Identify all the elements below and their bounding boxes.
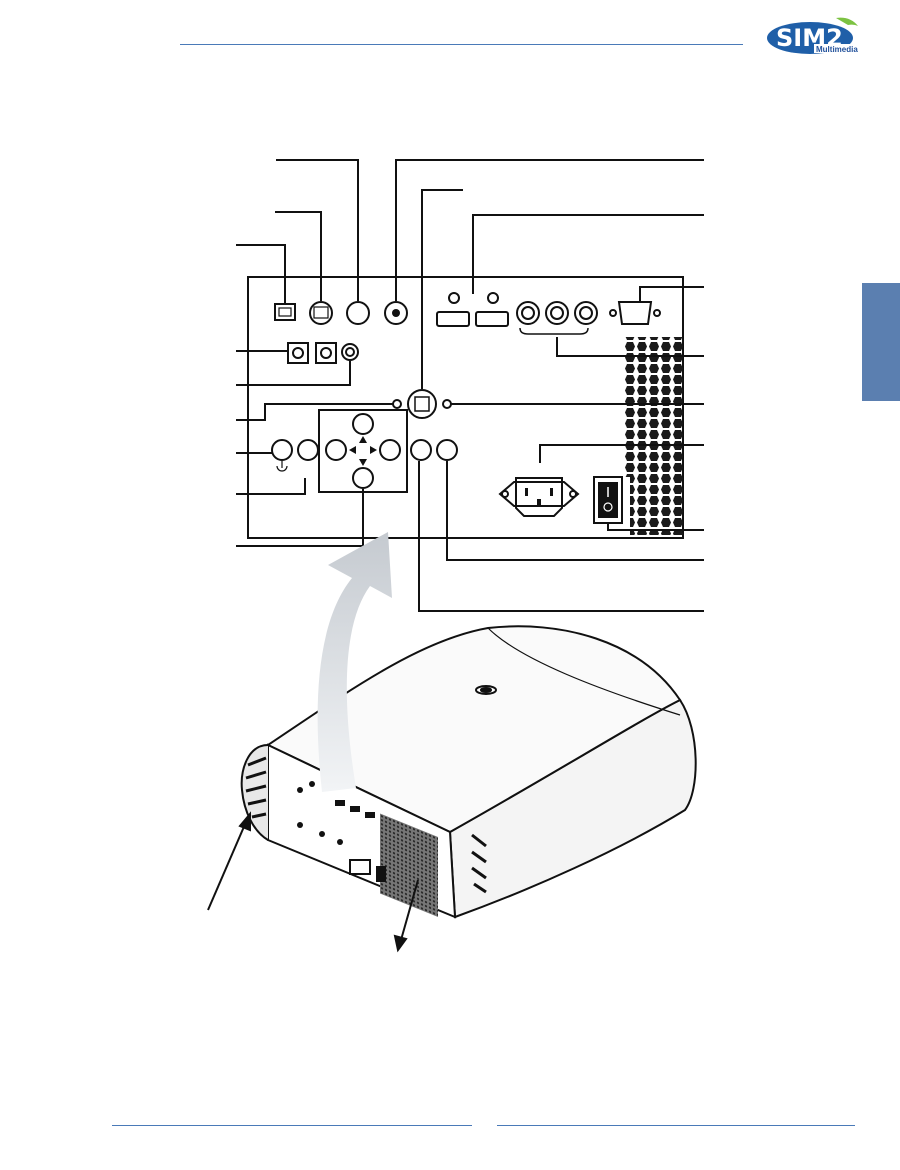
location-arrows: [207, 811, 419, 953]
trigger-out-2: [315, 342, 337, 364]
nav-pad-frame: [318, 409, 408, 493]
ir-jack: [341, 343, 359, 361]
hdmi-port-1: [436, 311, 470, 327]
up-button: [352, 413, 374, 435]
logo-subtitle: Multimedia: [816, 45, 858, 54]
chapter-side-tab: [862, 283, 900, 401]
trigger-out-1: [287, 342, 309, 364]
usb-port: [274, 303, 296, 321]
right-button: [379, 439, 401, 461]
projector-illustration: [240, 625, 697, 919]
vent-grille: [625, 337, 683, 535]
rca-pb: [545, 301, 569, 325]
left-button: [325, 439, 347, 461]
rca-y: [516, 301, 540, 325]
led-left: [392, 399, 402, 409]
mini-din-port: [309, 301, 333, 325]
exit-button: [436, 439, 458, 461]
callout-lines: [236, 159, 704, 612]
led-right: [442, 399, 452, 409]
connector-panel: [247, 276, 684, 539]
down-button: [352, 467, 374, 489]
round-port: [346, 301, 370, 325]
sim2-logo: SIM2 Multimedia: [767, 17, 858, 54]
footer-rule-right: [497, 1125, 855, 1126]
zoom-arrow: [317, 532, 392, 792]
keypad-button-2: [297, 439, 319, 461]
hdmi-port-2: [475, 311, 509, 327]
header-rule: [180, 44, 743, 45]
menu-button: [410, 439, 432, 461]
ir-sensor: [407, 389, 437, 419]
ac-inlet-flange: [498, 481, 580, 507]
footer-rule-left: [112, 1125, 472, 1126]
svideo-port: [384, 301, 408, 325]
rca-pr: [574, 301, 598, 325]
vga-port: [617, 301, 653, 325]
power-button: [271, 439, 293, 461]
